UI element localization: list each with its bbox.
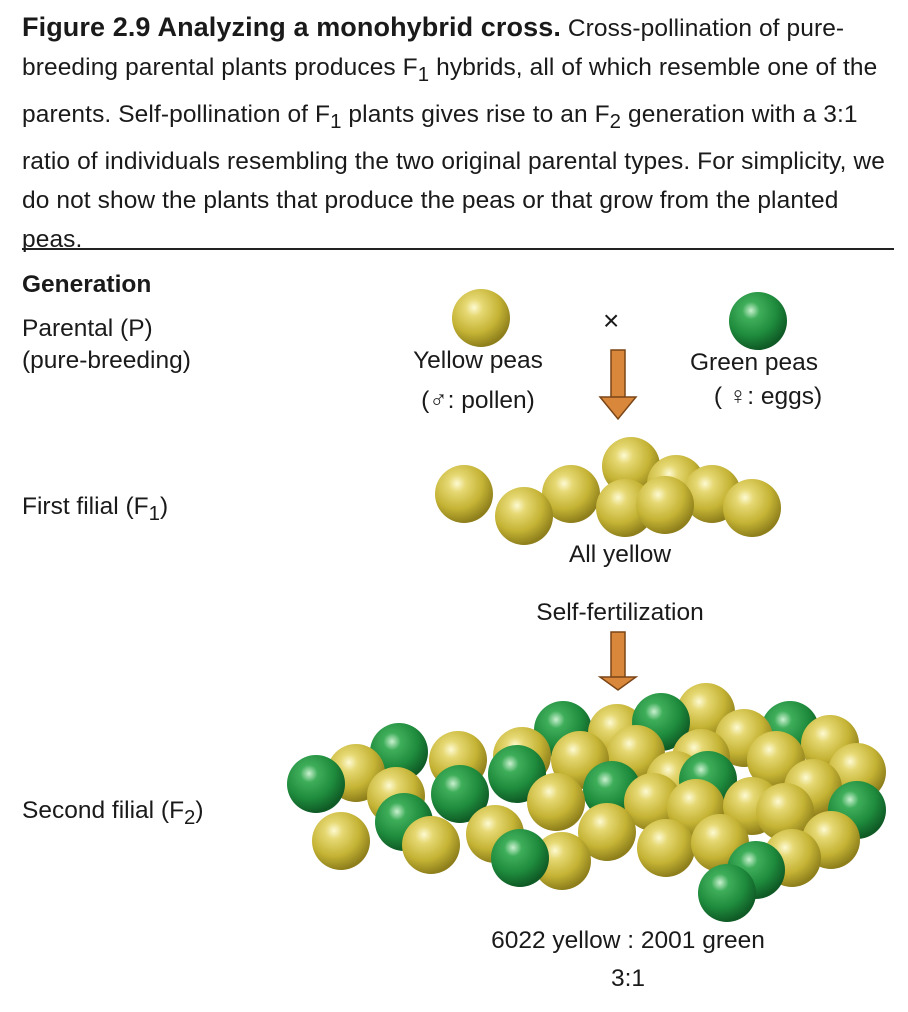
caption-text-2: hybrids, all of which resemble one of th… — [22, 54, 878, 128]
generation-header: Generation — [22, 271, 152, 298]
green-pea — [491, 829, 549, 887]
green-pea — [729, 292, 787, 350]
f1-label-main: First filial (F — [22, 493, 149, 520]
yellow-pea — [527, 773, 585, 831]
caption-sub-2: 1 — [330, 110, 342, 133]
f2-label: Second filial (F2) — [22, 796, 204, 833]
cross-symbol: × — [603, 305, 620, 336]
green-pea — [287, 755, 345, 813]
caption-text-4: generation with a 3:1 ratio of individua… — [22, 100, 885, 253]
yellow-peas-label: Yellow peas — [413, 347, 543, 374]
f2-label-sub: 2 — [184, 806, 196, 829]
parental-label: Parental (P) — [22, 315, 153, 342]
green-pea — [431, 765, 489, 823]
yellow-pea — [756, 783, 814, 841]
f2-counts: 6022 yellow : 2001 green — [491, 927, 765, 954]
caption-text-3: plants gives rise to an F — [341, 100, 610, 128]
f1-result: All yellow — [568, 541, 672, 568]
yellow-pea — [495, 487, 553, 545]
f2-label-main: Second filial (F — [22, 797, 185, 824]
f2-ratio: 3:1 — [610, 965, 646, 992]
caption-text-1: Cross-pollination of pure-breeding paren… — [22, 15, 845, 81]
caption-sub-3: 2 — [609, 110, 622, 133]
caption-sub-1: 1 — [417, 63, 430, 86]
yellow-pea — [533, 832, 591, 890]
yellow-pea — [452, 289, 510, 347]
f1-label-sub: 1 — [148, 502, 160, 525]
yellow-pea — [637, 819, 695, 877]
green-pea — [698, 864, 756, 922]
green-peas-note: ( ♀: eggs) — [713, 383, 823, 410]
f1-label: First filial (F1) — [22, 492, 168, 529]
yellow-pea — [542, 465, 600, 523]
figure-title: Analyzing a monohybrid cross. — [157, 12, 561, 42]
figure-caption: Figure 2.9 Analyzing a monohybrid cross.… — [22, 8, 894, 259]
yellow-pea — [402, 816, 460, 874]
f1-label-end: ) — [159, 493, 169, 520]
parental-sublabel: (pure-breeding) — [22, 347, 191, 374]
yellow-peas-note: (♂: pollen) — [421, 387, 535, 414]
caption-divider — [22, 248, 894, 250]
f2-label-end: ) — [195, 797, 204, 824]
yellow-pea — [624, 773, 682, 831]
yellow-pea — [312, 812, 370, 870]
self-fertilization-label: Self-fertilization — [536, 599, 704, 626]
self-fertilization-arrow — [597, 631, 639, 691]
yellow-pea — [723, 479, 781, 537]
green-pea — [370, 723, 428, 781]
cross-arrow — [598, 349, 638, 421]
yellow-pea — [636, 476, 694, 534]
figure-label: Figure 2.9 — [22, 12, 151, 42]
yellow-pea — [578, 803, 636, 861]
yellow-pea — [435, 465, 493, 523]
pea-layer — [287, 289, 886, 922]
green-peas-label: Green peas — [689, 349, 819, 376]
